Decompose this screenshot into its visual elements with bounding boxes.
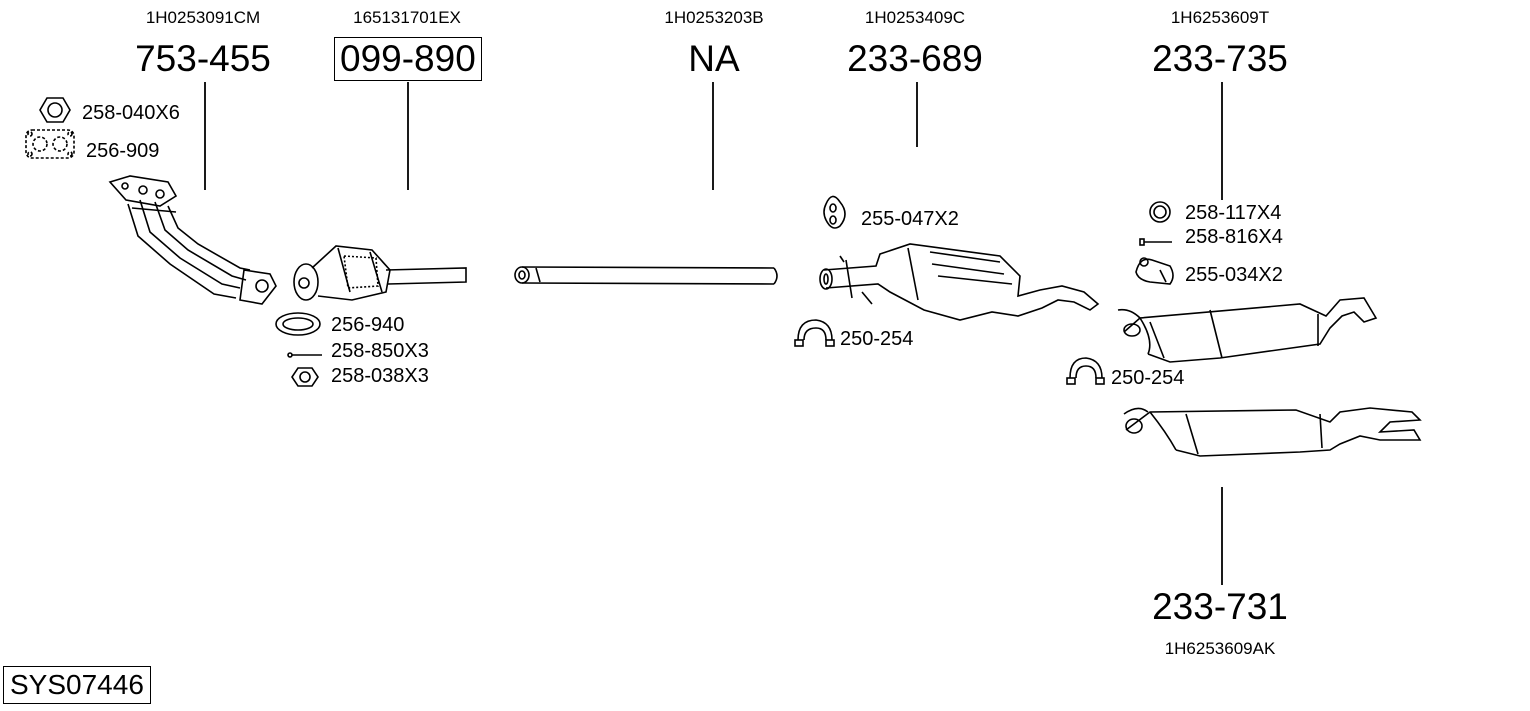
bolt-icon[interactable] [287,352,322,358]
centre-pipe-drawing[interactable] [514,266,778,285]
clamp-icon[interactable] [794,319,835,347]
long-bolt-icon[interactable] [1139,238,1172,246]
label-nut-x3[interactable]: 258-038X3 [331,365,429,387]
label-bolt-258-816[interactable]: 258-816X4 [1185,226,1283,248]
clamp-icon-rear[interactable] [1066,357,1105,385]
rear-silencer-drawing[interactable] [1117,297,1378,363]
hex-nut-icon[interactable] [39,97,71,123]
part-number-rear-silencer-dual[interactable]: 233-731 [1152,586,1288,627]
label-gasket-256-940[interactable]: 256-940 [331,314,405,336]
part-number-catalyst[interactable]: 099-890 [334,37,482,81]
label-clamp-rear[interactable]: 250-254 [1111,367,1185,389]
label-clamp-mid[interactable]: 250-254 [840,328,914,350]
front-pipe-drawing[interactable] [108,175,277,305]
middle-silencer-drawing[interactable] [819,243,1100,321]
catalyst-drawing[interactable] [293,245,467,301]
part-number-front-pipe[interactable]: 753-455 [135,38,271,79]
o-ring-icon[interactable] [1149,201,1171,223]
system-code: SYS07446 [3,666,151,704]
leader-lines [204,82,1223,585]
oe-number-middle-silencer: 1H0253409C [864,8,966,27]
bracket-hanger-icon[interactable] [1135,257,1174,285]
label-gasket-256-909[interactable]: 256-909 [86,140,160,162]
part-number-rear-silencer[interactable]: 233-735 [1152,38,1288,79]
part-number-centre-pipe[interactable]: NA [688,38,740,79]
label-hanger-255-034[interactable]: 255-034X2 [1185,264,1283,286]
flange-nut-icon[interactable] [291,367,319,387]
gasket-icon[interactable] [25,129,75,159]
ring-gasket-icon[interactable] [275,312,321,336]
oe-number-rear-silencer-dual: 1H6253609AK [1164,639,1276,658]
oe-number-front-pipe: 1H0253091CM [145,8,261,27]
rubber-hanger-icon[interactable] [823,195,846,229]
oe-number-centre-pipe: 1H0253203B [664,8,764,27]
oe-number-rear-silencer: 1H6253609T [1170,8,1270,27]
label-hanger-255-047[interactable]: 255-047X2 [861,208,959,230]
label-ring-258-117[interactable]: 258-117X4 [1185,202,1282,224]
oe-number-catalyst: 165131701EX [353,8,461,27]
part-number-middle-silencer[interactable]: 233-689 [847,38,983,79]
label-nut-x6[interactable]: 258-040X6 [82,102,180,124]
label-bolt-x3[interactable]: 258-850X3 [331,340,429,362]
rear-silencer-dual-drawing[interactable] [1123,407,1422,457]
